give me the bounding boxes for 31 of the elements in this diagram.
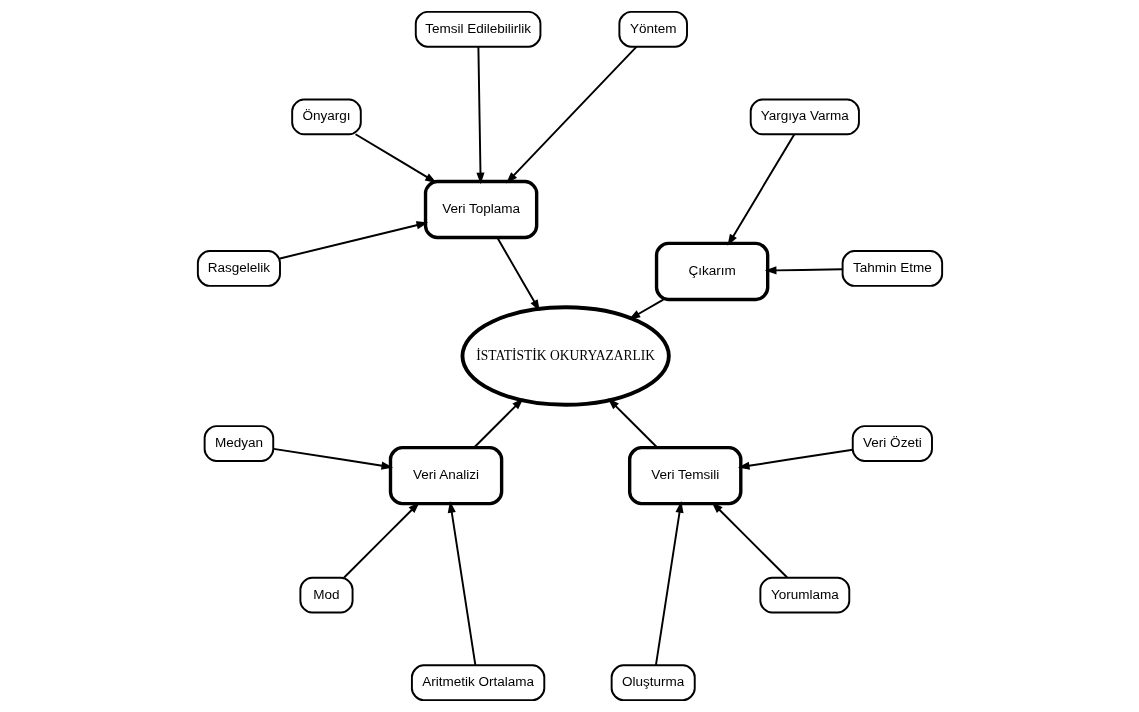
arrow	[654, 501, 684, 666]
arrow	[472, 398, 523, 449]
arrow	[505, 45, 637, 184]
node-box: Tahmin Etme	[841, 250, 943, 287]
arrow	[447, 501, 476, 666]
arrow	[354, 133, 437, 183]
node-box: Veri Analizi	[388, 445, 503, 506]
arrow	[495, 236, 540, 312]
node-box: Veri Temsili	[627, 445, 742, 506]
node-box: Oluşturma	[610, 664, 696, 702]
node-box: Mod	[298, 576, 354, 614]
node-box: Veri Toplama	[423, 179, 538, 240]
node-ellipse: İSTATİSTİK OKURYAZARLIK	[460, 305, 671, 407]
node-box: Yöntem	[617, 10, 688, 48]
node-box: Rasgelelik	[196, 250, 281, 287]
arrow	[628, 298, 664, 320]
node-box: Yargıya Varma	[749, 98, 860, 136]
arrow	[278, 221, 428, 260]
node-box: Medyan	[203, 425, 274, 462]
arrow	[764, 266, 843, 275]
arrow	[726, 133, 795, 246]
arrow	[272, 447, 393, 470]
arrow	[737, 448, 854, 470]
node-box: Temsil Edilebilirlik	[414, 10, 541, 48]
node-box: Çıkarım	[654, 241, 769, 302]
node-box: Yorumlama	[758, 576, 850, 614]
node-box: Aritmetik Ortalama	[410, 664, 545, 702]
node-box: Önyargı	[290, 98, 362, 136]
node-box: Veri Özeti	[851, 425, 933, 462]
arrow	[607, 398, 658, 449]
arrow	[475, 45, 485, 185]
